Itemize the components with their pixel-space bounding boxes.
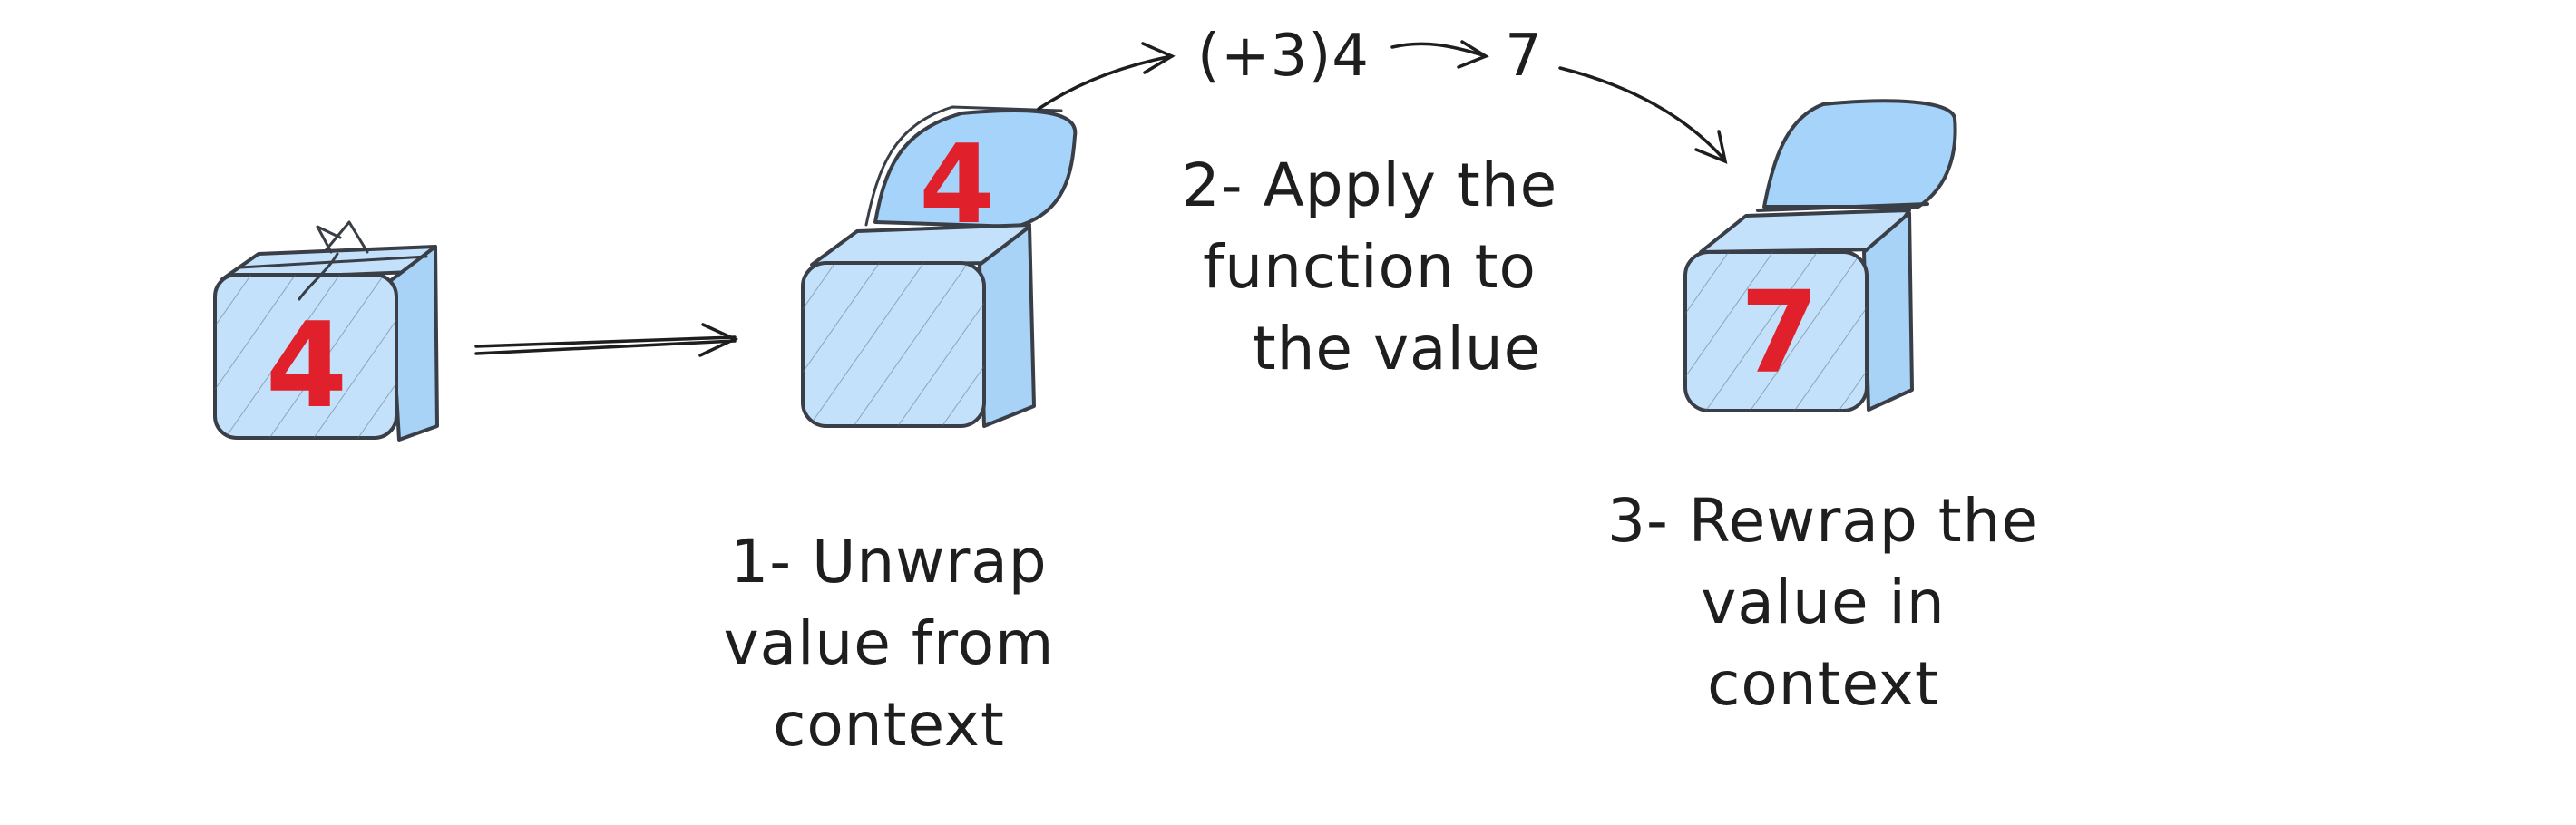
function-expression: (+3)4: [1197, 23, 1370, 90]
step-1-line-3: context: [773, 690, 1005, 760]
rewrapped-box: [1683, 99, 1957, 412]
step-2-line-1: 2- Apply the: [1181, 150, 1558, 220]
step-3-line-2: value in: [1701, 568, 1946, 637]
step-1-line-1: 1- Unwrap: [730, 527, 1048, 597]
arrow-unwrap: [474, 323, 739, 357]
arrow-to-function: [1037, 42, 1176, 111]
function-result: 7: [1505, 23, 1543, 90]
arrow-rewrap: [1558, 66, 1728, 164]
step-3-line-1: 3- Rewrap the: [1606, 486, 2040, 556]
wrapped-box-value: 4: [266, 296, 347, 434]
unwrapped-box-value: 4: [919, 122, 995, 248]
step-1-line-2: value from: [723, 608, 1055, 678]
arrow-evaluate: [1390, 40, 1489, 69]
step-2-line-3: the value: [1252, 314, 1542, 383]
step-2-line-2: function to: [1203, 232, 1537, 302]
rewrapped-box-value: 7: [1741, 267, 1820, 399]
step-3-line-3: context: [1707, 649, 1939, 719]
wrapped-box: [213, 220, 439, 442]
unwrapped-box: [801, 105, 1078, 428]
